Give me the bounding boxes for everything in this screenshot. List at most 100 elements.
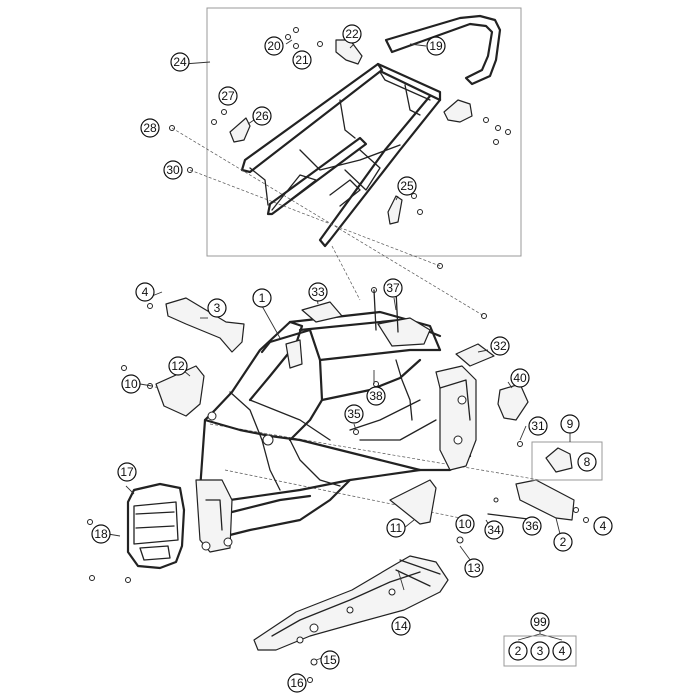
callout-38: 38 (366, 386, 386, 406)
callout-14: 14 (391, 616, 411, 636)
callout-18: 18 (91, 524, 111, 544)
callout-17: 17 (117, 462, 137, 482)
svg-text:3: 3 (537, 644, 544, 658)
bracket-25 (387, 195, 403, 225)
front-bumper (126, 482, 186, 570)
bracket-40 (497, 383, 529, 421)
svg-text:1: 1 (259, 291, 266, 305)
callout-25: 25 (397, 176, 417, 196)
grab-handle (384, 14, 502, 86)
kit-callout-4: 4 (552, 641, 572, 661)
skid-plate (253, 555, 449, 651)
callout-4-left: 4 (135, 282, 155, 302)
svg-text:17: 17 (120, 465, 134, 479)
kit-box-99 (503, 635, 577, 667)
callout-21: 21 (292, 50, 312, 70)
svg-text:13: 13 (467, 561, 481, 575)
svg-text:18: 18 (94, 527, 108, 541)
svg-text:20: 20 (267, 39, 281, 53)
rear-bracket (443, 99, 473, 123)
callout-26: 26 (252, 106, 272, 126)
callout-2: 2 (553, 532, 573, 552)
svg-text:10: 10 (124, 377, 138, 391)
subframe-bolts (169, 27, 511, 319)
callout-36: 36 (522, 516, 542, 536)
callout-13: 13 (464, 558, 484, 578)
callout-33: 33 (308, 282, 328, 302)
callout-40: 40 (510, 368, 530, 388)
callout-22: 22 (342, 24, 362, 44)
svg-text:35: 35 (347, 407, 361, 421)
svg-text:34: 34 (487, 523, 501, 537)
cover-plate-33 (301, 301, 343, 323)
svg-text:14: 14 (394, 619, 408, 633)
callout-4-right: 4 (593, 516, 613, 536)
svg-text:24: 24 (173, 55, 187, 69)
svg-text:31: 31 (531, 419, 545, 433)
svg-text:99: 99 (533, 615, 547, 629)
callout-8: 8 (577, 452, 597, 472)
callout-30: 30 (163, 160, 183, 180)
callout-10-left: 10 (121, 374, 141, 394)
callout-27: 27 (218, 86, 238, 106)
svg-text:9: 9 (567, 417, 574, 431)
callout-1: 1 (252, 288, 272, 308)
svg-text:16: 16 (290, 676, 304, 690)
svg-text:21: 21 (295, 53, 309, 67)
svg-text:32: 32 (493, 339, 507, 353)
svg-text:40: 40 (513, 371, 527, 385)
bracket-22 (335, 39, 363, 65)
footrest-right (515, 479, 575, 521)
kit-callout-2: 2 (508, 641, 528, 661)
callout-31: 31 (528, 416, 548, 436)
svg-text:3: 3 (214, 301, 221, 315)
subframe-group-box (206, 7, 522, 257)
cover-plate-32 (455, 343, 495, 367)
callout-35: 35 (344, 404, 364, 424)
svg-text:22: 22 (345, 27, 359, 41)
bracket-plate-12 (155, 365, 205, 417)
svg-text:25: 25 (400, 179, 414, 193)
callout-15: 15 (320, 650, 340, 670)
bracket-8 (545, 447, 573, 473)
svg-text:4: 4 (559, 644, 566, 658)
svg-text:28: 28 (143, 121, 157, 135)
callout-3: 3 (207, 298, 227, 318)
svg-text:26: 26 (255, 109, 269, 123)
bracket-26 (229, 117, 251, 143)
svg-text:2: 2 (560, 535, 567, 549)
svg-text:8: 8 (584, 455, 591, 469)
svg-text:19: 19 (429, 39, 443, 53)
svg-text:12: 12 (171, 359, 185, 373)
svg-text:10: 10 (458, 517, 472, 531)
kit-box-9 (531, 441, 603, 481)
callout-9: 9 (560, 414, 580, 434)
callout-34: 34 (484, 520, 504, 540)
svg-text:2: 2 (515, 644, 522, 658)
callout-28: 28 (140, 118, 160, 138)
main-frame (195, 310, 477, 553)
callout-24: 24 (170, 52, 190, 72)
svg-text:4: 4 (142, 285, 149, 299)
callout-16: 16 (287, 673, 307, 693)
callout-11: 11 (386, 518, 406, 538)
callout-32: 32 (490, 336, 510, 356)
callout-12: 12 (168, 356, 188, 376)
svg-text:11: 11 (390, 521, 403, 535)
svg-text:33: 33 (311, 285, 325, 299)
footrest-left (165, 297, 245, 353)
rear-subframe (240, 62, 442, 248)
svg-text:4: 4 (600, 519, 607, 533)
svg-text:27: 27 (221, 89, 235, 103)
svg-text:15: 15 (323, 653, 337, 667)
kit-callout-3: 3 (530, 641, 550, 661)
callout-19: 19 (426, 36, 446, 56)
svg-text:30: 30 (166, 163, 180, 177)
svg-text:38: 38 (369, 389, 383, 403)
callout-37: 37 (383, 278, 403, 298)
bracket-plate-11 (389, 479, 437, 525)
callout-10-right: 10 (455, 514, 475, 534)
svg-text:36: 36 (525, 519, 539, 533)
svg-text:37: 37 (386, 281, 400, 295)
